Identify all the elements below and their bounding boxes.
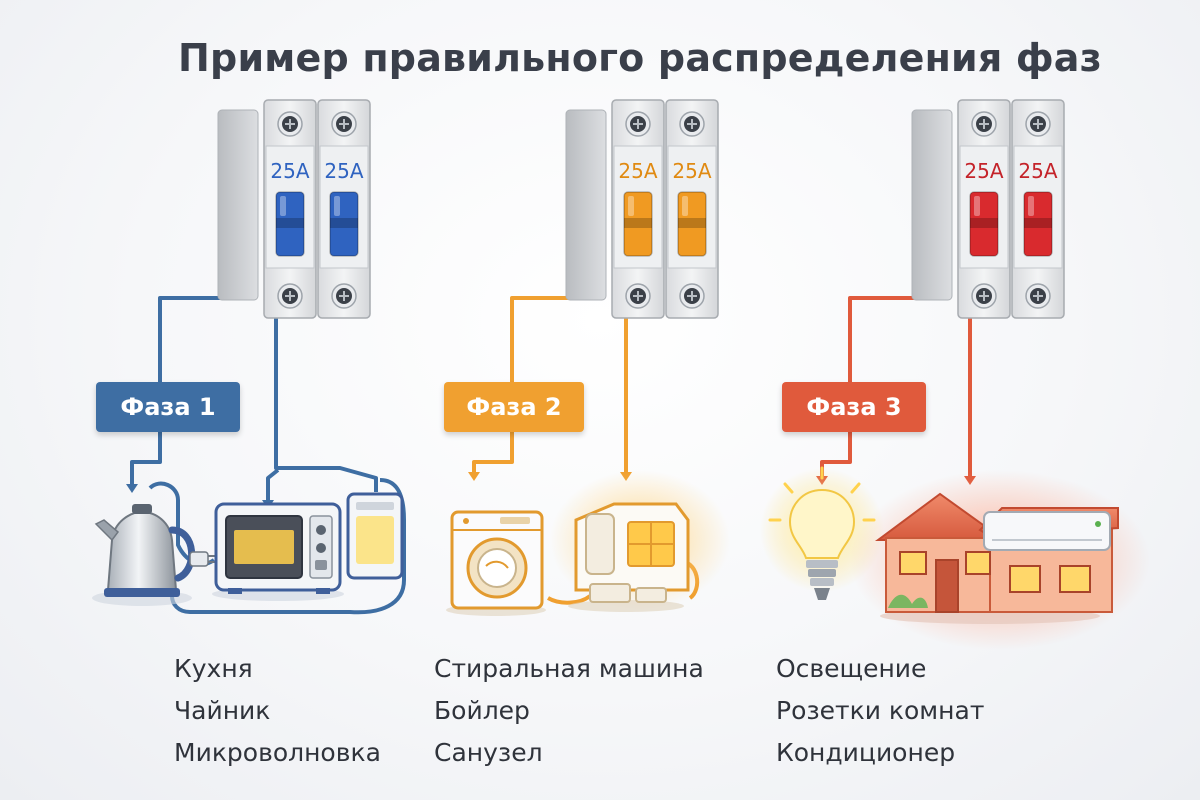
breaker-toggle bbox=[1023, 191, 1053, 257]
load-item: Освещение bbox=[776, 654, 927, 683]
load-item: Бойлер bbox=[434, 696, 530, 725]
breaker-toggle bbox=[275, 191, 305, 257]
breaker-rating: 25A bbox=[324, 159, 363, 183]
phase-1-load-list: Кухня Чайник Микроволновка bbox=[174, 648, 381, 774]
page-title: Пример правильного распределения фаз bbox=[178, 36, 1102, 80]
breaker-toggle bbox=[969, 191, 999, 257]
phase-3-label: Фаза 3 bbox=[782, 382, 926, 432]
breaker-toggle bbox=[329, 191, 359, 257]
breaker-pole: 25A bbox=[611, 99, 665, 319]
breaker-pole: 25A bbox=[957, 99, 1011, 319]
phase-3-load-list: Освещение Розетки комнат Кондиционер bbox=[776, 648, 984, 774]
load-item: Кондиционер bbox=[776, 738, 956, 767]
load-item: Санузел bbox=[434, 738, 543, 767]
appliance-panel-icon bbox=[346, 492, 404, 580]
air-conditioner-icon bbox=[983, 511, 1111, 551]
breaker-rating: 25A bbox=[618, 159, 657, 183]
breaker-phase-2: 25A 25A bbox=[565, 99, 719, 319]
breaker-pole: 25A bbox=[1011, 99, 1065, 319]
breaker-rating: 25A bbox=[270, 159, 309, 183]
washing-machine-icon bbox=[446, 510, 546, 616]
load-item: Стиральная машина bbox=[434, 654, 704, 683]
microwave-icon bbox=[212, 502, 344, 601]
breaker-toggle bbox=[677, 191, 707, 257]
boiler-icon bbox=[568, 502, 690, 612]
breaker-pole: 25A bbox=[263, 99, 317, 319]
breaker-rating: 25A bbox=[1018, 159, 1057, 183]
phase-1-label: Фаза 1 bbox=[96, 382, 240, 432]
breaker-rating: 25A bbox=[672, 159, 711, 183]
breaker-phase-1: 25A 25A bbox=[217, 99, 371, 319]
kettle-icon bbox=[92, 504, 195, 606]
breaker-rating: 25A bbox=[964, 159, 1003, 183]
load-item: Чайник bbox=[174, 696, 271, 725]
light-bulb-icon bbox=[768, 466, 876, 600]
load-item: Розетки комнат bbox=[776, 696, 985, 725]
house-icon bbox=[874, 492, 1119, 624]
breaker-phase-3: 25A 25A bbox=[911, 99, 1065, 319]
phase-2-label: Фаза 2 bbox=[444, 382, 584, 432]
load-item: Микроволновка bbox=[174, 738, 381, 767]
phase-2-load-list: Стиральная машина Бойлер Санузел bbox=[434, 648, 704, 774]
plug-icon bbox=[189, 551, 216, 567]
breaker-toggle bbox=[623, 191, 653, 257]
breaker-pole: 25A bbox=[665, 99, 719, 319]
load-item: Кухня bbox=[174, 654, 253, 683]
breaker-pole: 25A bbox=[317, 99, 371, 319]
